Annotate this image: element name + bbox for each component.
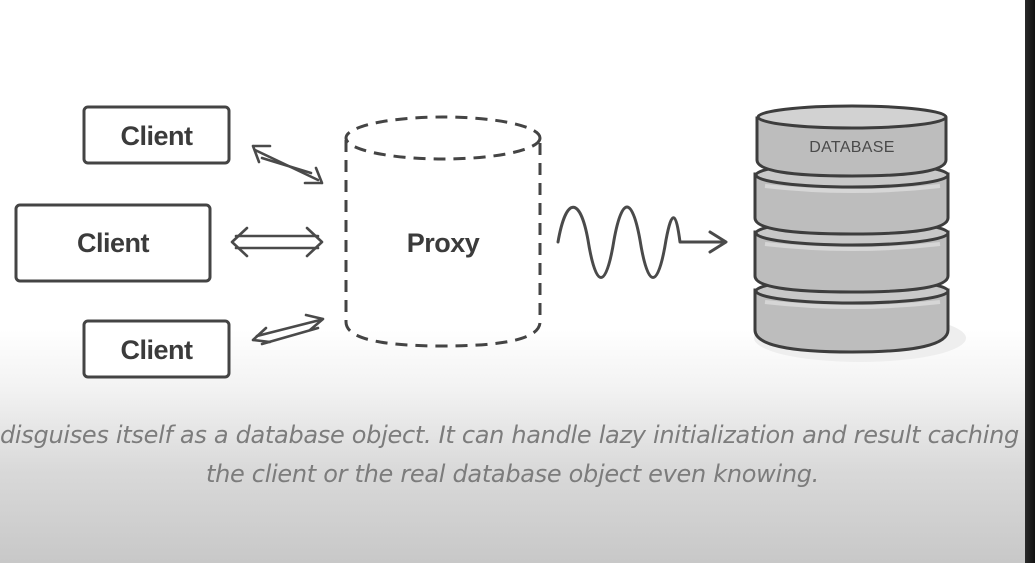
- client-box-top: Client: [82, 105, 231, 165]
- caption-line-2: the client or the real database object e…: [205, 460, 820, 488]
- client-label-middle: Client: [77, 228, 150, 258]
- database-label: DATABASE: [809, 139, 894, 156]
- double-arrow-top: [251, 144, 324, 185]
- double-arrow-middle: [230, 226, 324, 258]
- caption: disguises itself as a database object. I…: [0, 416, 1025, 494]
- double-arrow-bottom: [251, 313, 325, 346]
- caption-line-1: disguises itself as a database object. I…: [0, 421, 1025, 449]
- proxy-cylinder: [344, 115, 542, 348]
- client-box-middle: Client: [14, 203, 212, 283]
- client-label-top: Client: [120, 121, 193, 151]
- proxy-label: Proxy: [407, 228, 480, 258]
- window-edge: [1025, 0, 1035, 563]
- database-stack: DATABASE: [753, 104, 966, 362]
- client-label-bottom: Client: [120, 335, 193, 365]
- client-box-bottom: Client: [82, 319, 231, 379]
- wave-arrow: [556, 205, 728, 279]
